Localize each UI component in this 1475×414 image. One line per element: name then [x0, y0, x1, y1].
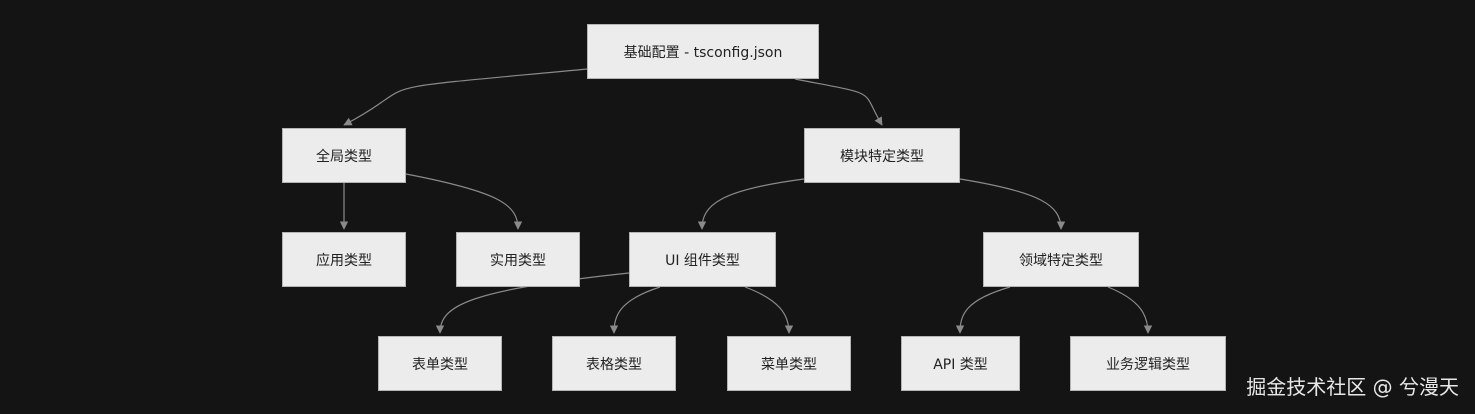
node-util: 实用类型	[456, 232, 580, 287]
edge-root-to-module	[794, 78, 883, 126]
node-menu: 菜单类型	[727, 336, 851, 391]
node-form: 表单类型	[378, 336, 502, 391]
node-biz: 业务逻辑类型	[1070, 336, 1226, 391]
edge-ui-to-table	[609, 286, 661, 334]
node-domain: 领域特定类型	[983, 232, 1139, 287]
node-ui: UI 组件类型	[629, 232, 776, 287]
node-app: 应用类型	[282, 232, 406, 287]
edge-root-to-global	[343, 68, 588, 126]
edge-global-to-util	[405, 173, 523, 230]
node-module: 模块特定类型	[804, 128, 960, 183]
edge-ui-to-menu	[744, 286, 794, 334]
node-root: 基础配置 - tsconfig.json	[587, 24, 819, 79]
node-global: 全局类型	[282, 128, 406, 183]
node-api: API 类型	[901, 336, 1020, 391]
node-table: 表格类型	[552, 336, 676, 391]
edge-domain-to-api	[955, 286, 1011, 334]
edge-module-to-domain	[959, 178, 1066, 230]
edge-domain-to-biz	[1107, 286, 1153, 334]
watermark: 掘金技术社区 @ 兮漫天	[1246, 375, 1459, 399]
edge-module-to-ui	[697, 178, 805, 230]
